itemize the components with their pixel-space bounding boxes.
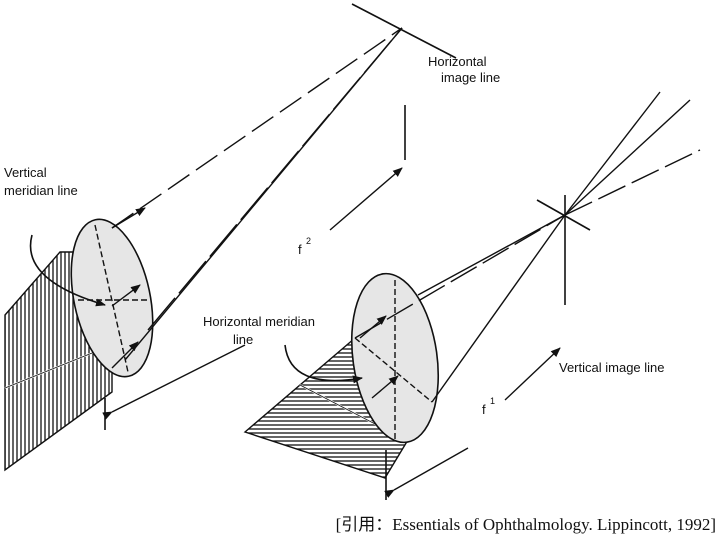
f2-label: f — [298, 242, 302, 257]
vertical-meridian-label-1: Vertical — [4, 165, 47, 180]
citation: [引用：Essentials of Ophthalmology. Lippinc… — [336, 515, 716, 534]
horizontal-meridian-label-1: Horizontal meridian — [203, 314, 315, 329]
f1-label: f — [482, 402, 486, 417]
horizontal-image-line — [351, 3, 457, 59]
vertical-image-line-label: Vertical image line — [559, 360, 665, 375]
left-system — [4, 3, 457, 472]
horizontal-image-line-label-1: Horizontal — [428, 54, 487, 69]
f1-superscript: 1 — [490, 396, 495, 406]
vertical-meridian-label-2: meridian line — [4, 183, 78, 198]
f2-superscript: 2 — [306, 236, 311, 246]
horizontal-image-line-label-2: image line — [441, 70, 500, 85]
horizontal-meridian-label-2: line — [233, 332, 253, 347]
right-system — [243, 91, 701, 500]
